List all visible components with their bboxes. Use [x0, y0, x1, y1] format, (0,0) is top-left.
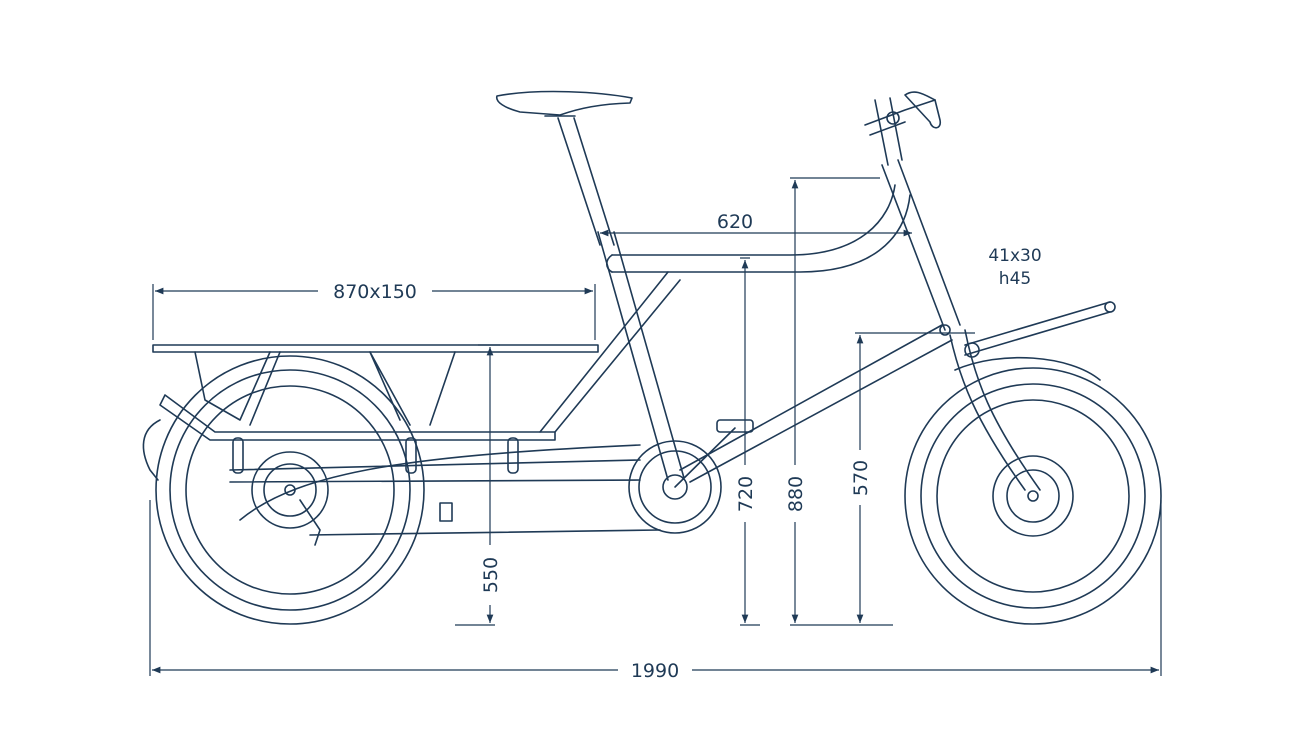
top-tube-length-label: 620	[717, 211, 753, 233]
rear-wheel	[142, 355, 425, 625]
front-rack-mount-height-label: h45	[999, 269, 1031, 289]
top-tube-height-label: 720	[735, 476, 757, 512]
front-rack-mount-label: 41x30	[988, 246, 1041, 266]
overall-length-label: 1990	[631, 660, 679, 682]
front-wheel	[904, 356, 1162, 625]
bike-frame	[152, 90, 1116, 546]
dimension-lines	[149, 177, 1162, 676]
rack-height-label: 550	[480, 557, 502, 593]
headset-height-label: 880	[785, 476, 807, 512]
rack-size-label: 870x150	[333, 281, 417, 303]
front-rack-height-label: 570	[850, 460, 872, 496]
